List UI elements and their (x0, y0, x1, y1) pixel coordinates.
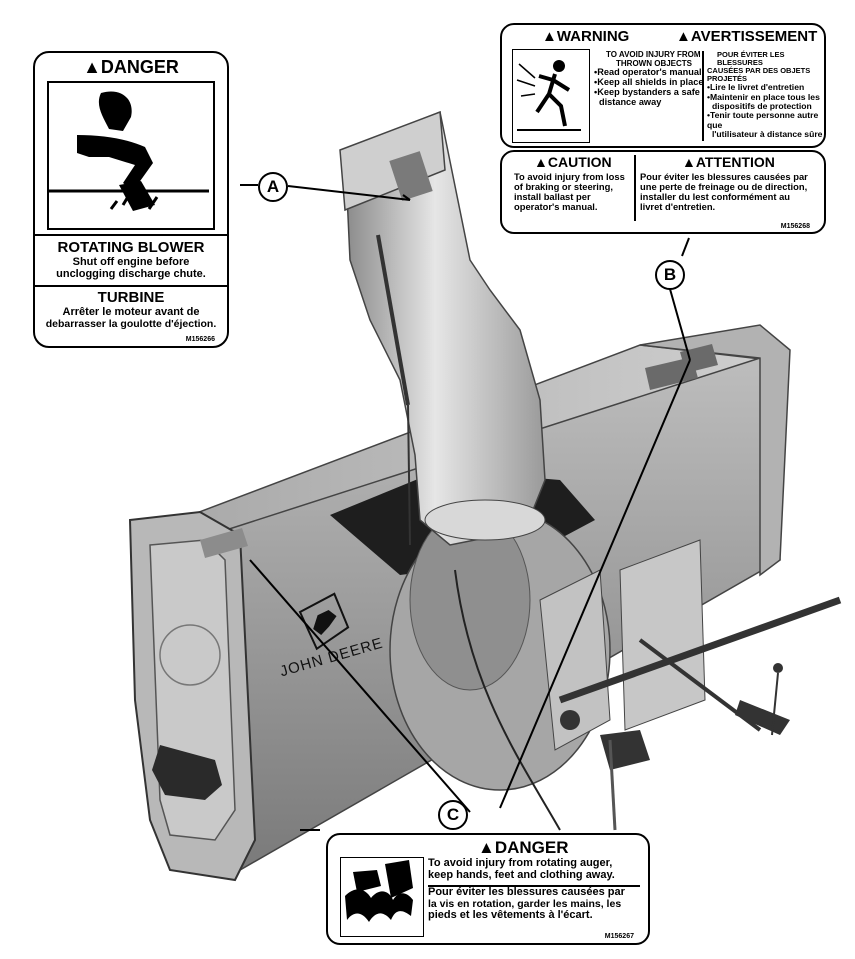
caution-part-number: M156268 (780, 223, 810, 230)
warning-fr-line: CAUSÉES PAR DES OBJETS PROJETÉS (707, 66, 811, 84)
warning-fr-line: •Tenir toute personne autre que (707, 110, 819, 130)
warning-title-en: ▲WARNING (542, 28, 630, 45)
caution-fr-line: Pour éviter les blessures causées par (640, 171, 808, 182)
caution-fr-text: Pour éviter les blessures causées par un… (640, 171, 808, 213)
warning-title-fr: ▲AVERTISSEMENT (676, 28, 818, 45)
caution-fr-line: installer du lest conformément au (640, 191, 791, 203)
auger-fr-line: la vis en rotation, garder les mains, le… (428, 897, 622, 910)
callout-b: B (655, 260, 685, 290)
warning-en-line: THROWN OBJECTS (616, 58, 692, 68)
warning-divider (702, 51, 704, 141)
warning-fr-text: POUR ÉVITER LES BLESSURES CAUSÉES PAR DE… (707, 50, 824, 139)
thrown-objects-pictogram (512, 49, 590, 143)
blower-text-fr-2: debarrasser la goulotte d'éjection. (45, 317, 217, 330)
auger-fr-text: Pour éviter les blessures causées par la… (428, 886, 625, 922)
blower-part-number: M156266 (185, 336, 215, 343)
right-end-plate (639, 324, 791, 577)
warning-fr-line: •Lire le livret d'entretien (707, 82, 805, 93)
caution-en-line: of braking or steering, (514, 181, 613, 193)
warning-fr-line: l'utilisateur à distance sûre (712, 128, 823, 139)
rotating-blower-heading: ROTATING BLOWER (57, 239, 205, 256)
skid-shoe (152, 745, 222, 800)
caution-en-line: To avoid injury from loss (514, 171, 625, 182)
caution-en-text: To avoid injury from loss of braking or … (514, 171, 625, 213)
caution-fr-line: livret d'entretien. (640, 201, 716, 213)
auger-danger-title: ▲DANGER (478, 838, 569, 857)
auger-en-text: To avoid injury from rotating auger, kee… (428, 857, 615, 882)
caution-en-line: operator's manual. (514, 201, 598, 213)
callout-c: C (438, 800, 468, 830)
hitch-frame (539, 569, 611, 751)
decal-caution: ▲CAUTION ▲ATTENTION To avoid injury from… (500, 150, 826, 234)
warning-fr-line: POUR ÉVITER LES BLESSURES (717, 50, 785, 68)
decal-danger-blower: ▲DANGER ROTATING BLOWER Shut off engine … (33, 51, 229, 348)
blower-pictogram (47, 81, 215, 230)
decal-danger-blower-divider-1 (35, 234, 227, 236)
warning-en-line: distance away (599, 97, 662, 108)
turbine-heading: TURBINE (97, 288, 165, 306)
auger-divider (428, 885, 640, 887)
warning-fr-line: dispositifs de protection (712, 100, 812, 111)
caution-en-line: install ballast per (514, 191, 591, 203)
auger-pictogram (340, 857, 424, 937)
decal-danger-auger: ▲DANGER To avoid injury from rotating au… (326, 833, 650, 945)
warning-en-line: •Keep bystanders a safe (594, 87, 700, 98)
blower-text-en-2: unclogging discharge chute. (56, 267, 206, 280)
callout-a: A (258, 172, 288, 202)
caution-divider (634, 155, 636, 221)
decal-warning: ▲WARNING ▲AVERTISSEMENT TO AVOID INJURY … (500, 23, 826, 148)
auger-en-line: To avoid injury from rotating auger, (428, 857, 613, 869)
warning-en-text: TO AVOID INJURY FROM THROWN OBJECTS •Rea… (594, 50, 704, 108)
auger-en-line: keep hands, feet and clothing away. (428, 868, 615, 881)
auger-fr-line: Pour éviter les blessures causées par (428, 886, 625, 898)
auger-part-number: M156267 (604, 933, 634, 940)
blower-text-en-1: Shut off engine before (72, 256, 190, 268)
caution-title-en: ▲CAUTION (534, 154, 612, 170)
blower-text-fr-1: Arrêter le moteur avant de (62, 305, 200, 318)
caution-fr-line: une perte de freinage ou de direction, (640, 181, 808, 193)
deere-logo (298, 592, 350, 651)
warning-en-line: TO AVOID INJURY FROM (606, 50, 701, 59)
decal-danger-blower-title: ▲DANGER (83, 57, 179, 77)
warning-fr-line: •Maintenir en place tous les (707, 91, 820, 102)
warning-en-line: •Keep all shields in place (594, 77, 704, 88)
decal-danger-blower-divider-2 (35, 284, 227, 287)
warning-en-line: •Read operator's manual (594, 67, 702, 78)
caution-title-fr: ▲ATTENTION (682, 154, 775, 170)
auger-fr-line: pieds et les vêtements à l'écart. (428, 909, 593, 922)
